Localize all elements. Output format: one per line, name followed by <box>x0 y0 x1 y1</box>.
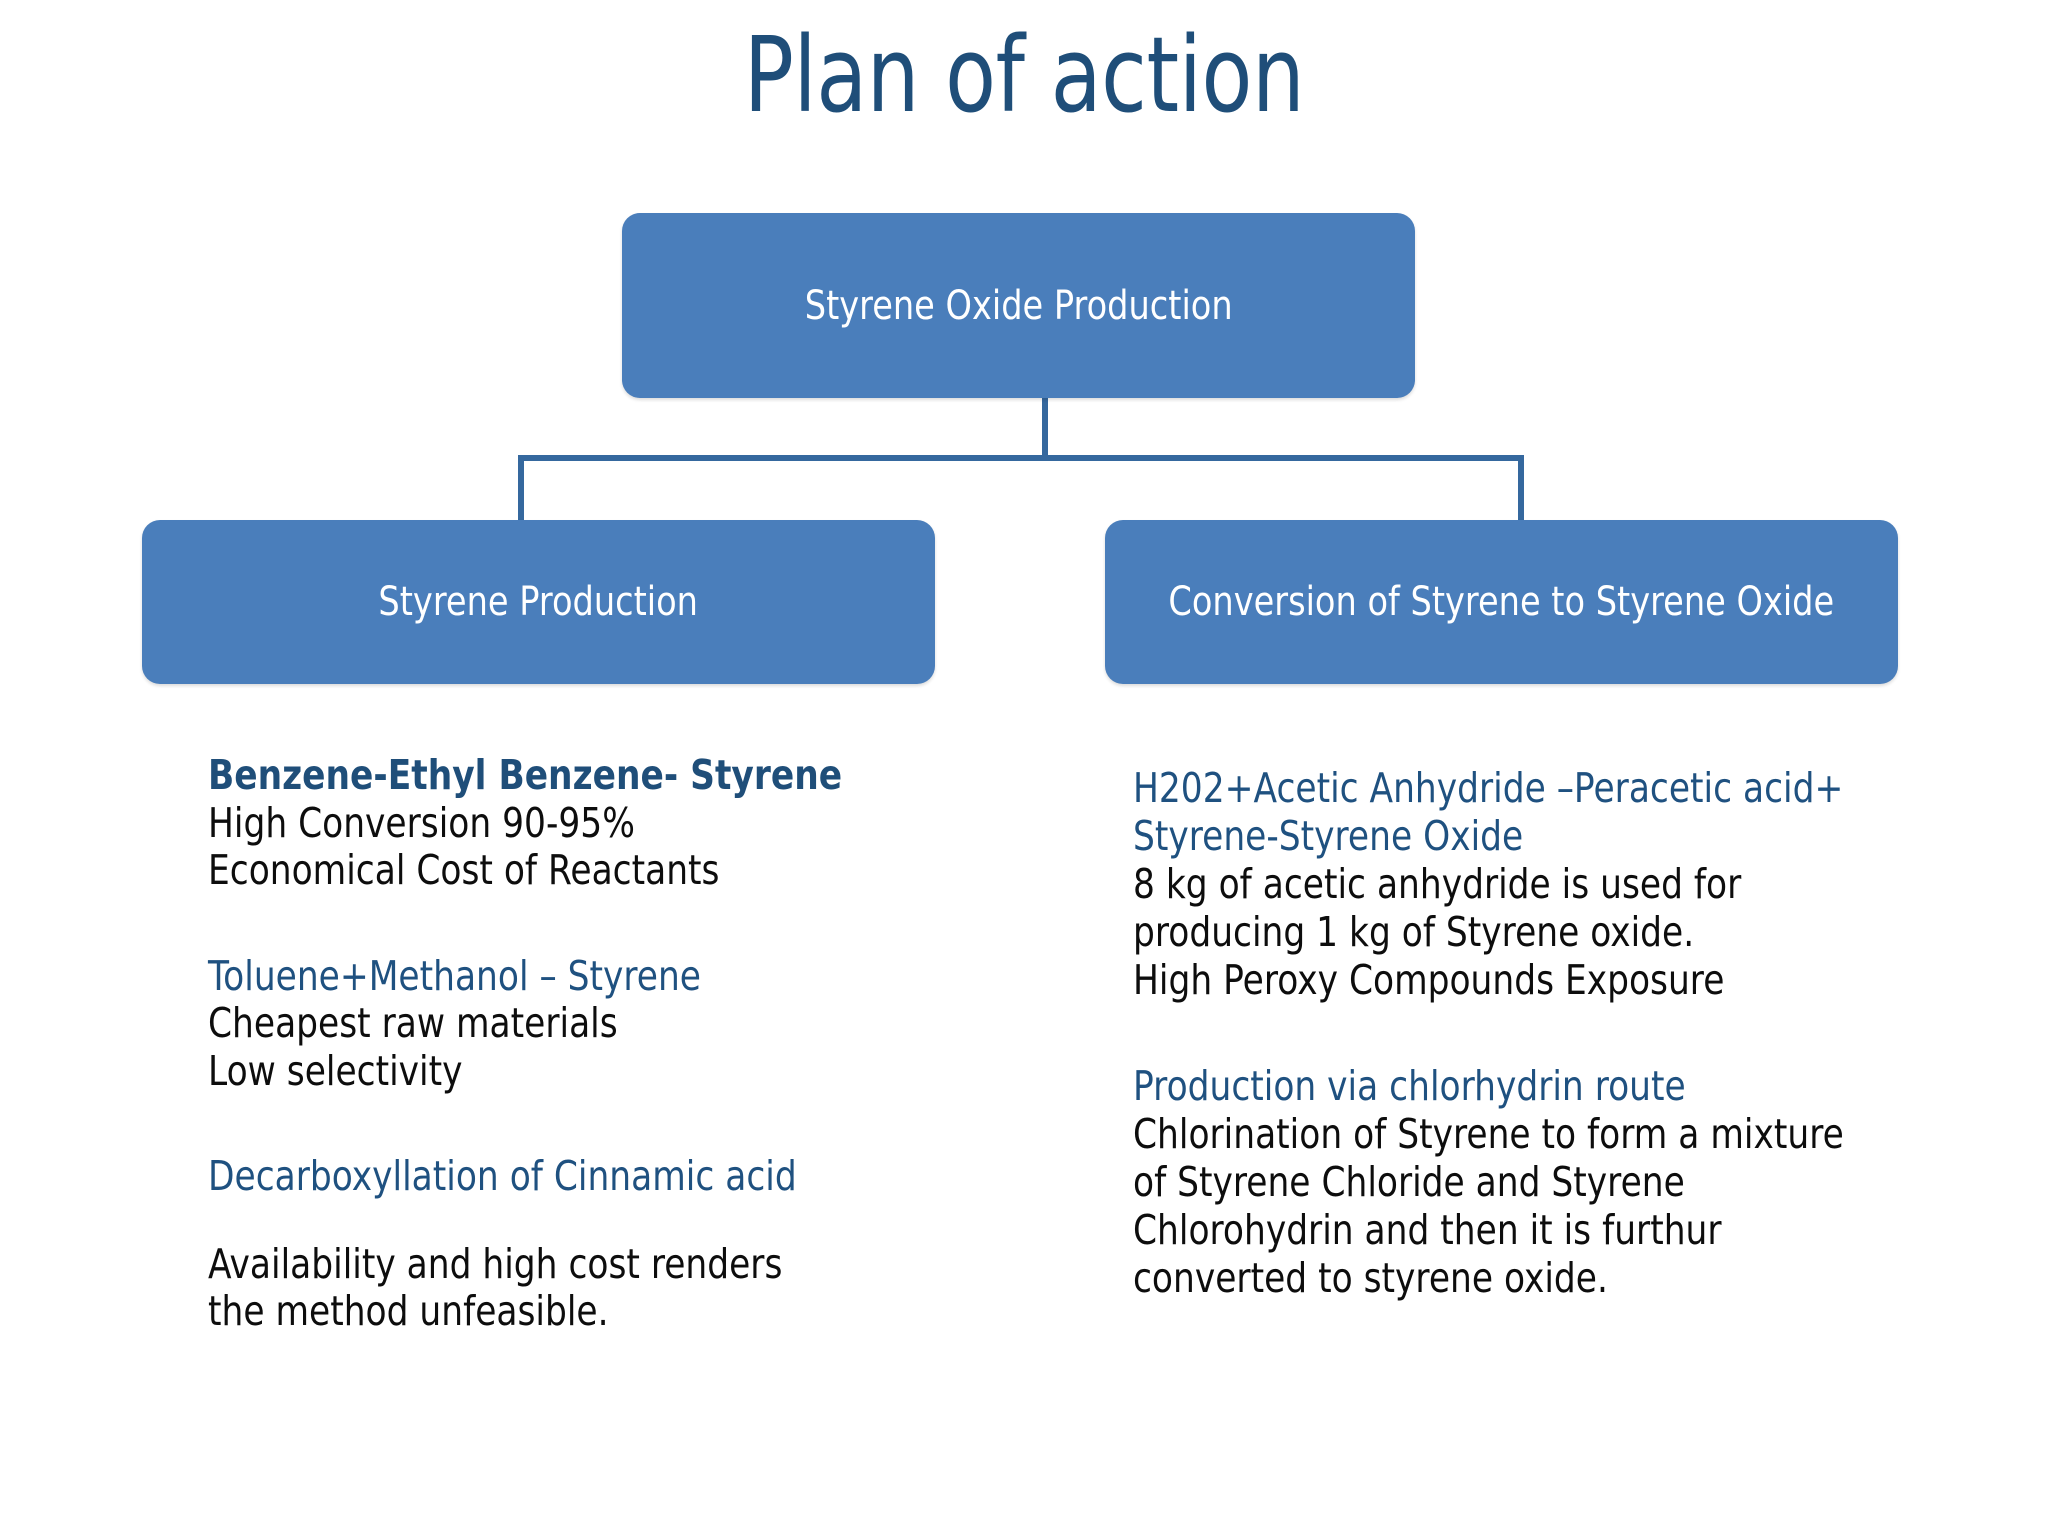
connector-stem <box>1042 398 1048 460</box>
spacer <box>208 895 948 953</box>
right-section-1-heading-line-1: H202+Acetic Anhydride –Peracetic acid+ <box>1133 764 1844 812</box>
connector-horizontal <box>518 455 1524 461</box>
right-section-2: Production via chlorhydrin route Chlorin… <box>1133 1061 2033 1303</box>
page-title: Plan of action <box>743 14 1305 136</box>
right-section-2-heading-line-1: Production via chlorhydrin route <box>1133 1061 1686 1110</box>
flow-node-conversion-label: Conversion of Styrene to Styrene Oxide <box>1168 579 1835 625</box>
flow-node-root-label: Styrene Oxide Production <box>804 282 1233 329</box>
right-section-1-line-1: 8 kg of acetic anhydride is used for <box>1133 859 1742 908</box>
right-section-2-line-4: converted to styrene oxide. <box>1133 1253 1608 1302</box>
left-section-1-heading: Benzene-Ethyl Benzene- Styrene <box>208 751 843 799</box>
left-section-2: Toluene+Methanol – Styrene Cheapest raw … <box>208 951 948 1096</box>
spacer <box>208 1095 948 1153</box>
right-section-1-line-3: High Peroxy Compounds Exposure <box>1133 955 1725 1004</box>
left-section-3: Decarboxyllation of Cinnamic acid Availa… <box>208 1153 948 1336</box>
flow-node-root[interactable]: Styrene Oxide Production <box>622 213 1415 398</box>
right-section-2-line-3: Chlorohydrin and then it is furthur <box>1133 1205 1722 1254</box>
right-section-2-line-1: Chlorination of Styrene to form a mixtur… <box>1133 1109 1844 1158</box>
right-section-1: H202+Acetic Anhydride –Peracetic acid+ S… <box>1133 764 2033 1005</box>
left-section-1-line-1: High Conversion 90-95% <box>208 798 635 847</box>
spacer <box>208 1201 948 1241</box>
flow-node-styrene-production[interactable]: Styrene Production <box>142 520 935 684</box>
flow-node-conversion[interactable]: Conversion of Styrene to Styrene Oxide <box>1105 520 1898 684</box>
left-section-1-line-2: Economical Cost of Reactants <box>208 846 720 895</box>
flow-node-styrene-production-label: Styrene Production <box>378 579 699 625</box>
connector-drop-left <box>518 455 524 523</box>
left-section-3-heading: Decarboxyllation of Cinnamic acid <box>208 1152 797 1201</box>
right-section-1-line-2: producing 1 kg of Styrene oxide. <box>1133 907 1695 956</box>
right-content-column: H202+Acetic Anhydride –Peracetic acid+ S… <box>1133 764 2033 1303</box>
left-section-2-line-1: Cheapest raw materials <box>208 999 618 1048</box>
left-section-1: Benzene-Ethyl Benzene- Styrene High Conv… <box>208 751 948 895</box>
right-section-2-line-2: of Styrene Chloride and Styrene <box>1133 1157 1685 1206</box>
left-section-2-line-2: Low selectivity <box>208 1046 463 1095</box>
left-section-3-line-1: Availability and high cost renders <box>208 1239 783 1288</box>
spacer <box>1133 1005 2033 1063</box>
connector-drop-right <box>1518 455 1524 523</box>
right-section-1-heading-line-2: Styrene-Styrene Oxide <box>1133 811 1524 860</box>
left-section-3-line-2: the method unfeasible. <box>208 1287 609 1336</box>
left-section-2-heading: Toluene+Methanol – Styrene <box>208 951 702 1000</box>
left-content-column: Benzene-Ethyl Benzene- Styrene High Conv… <box>208 751 948 1336</box>
